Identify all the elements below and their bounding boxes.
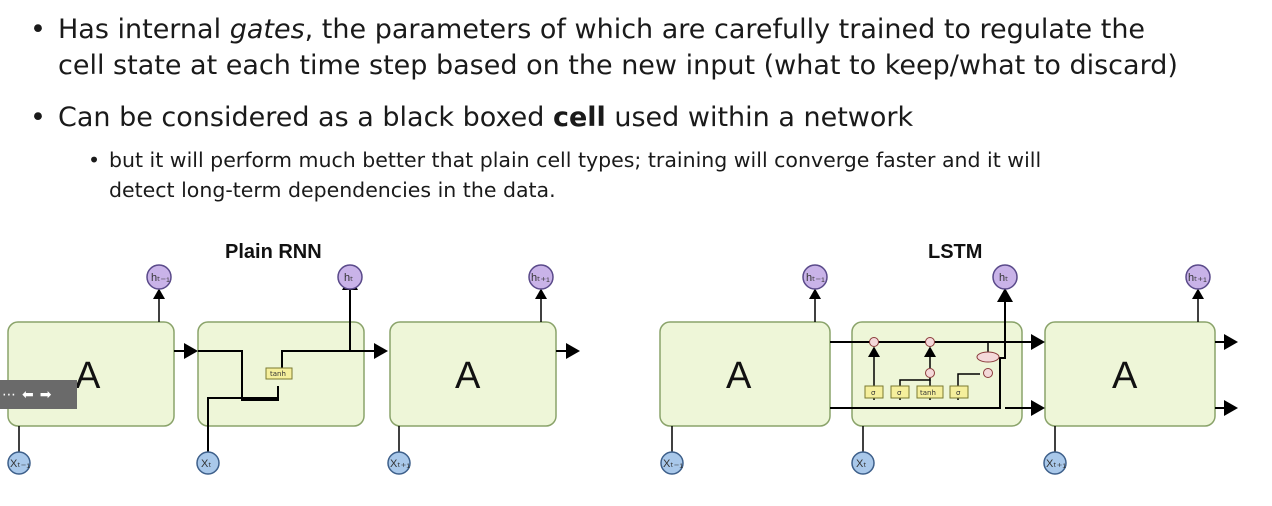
bullet-dot: • <box>30 14 46 45</box>
lstm-input-gate-label: σ <box>897 389 902 397</box>
lstm-x-next-node <box>1043 451 1067 475</box>
slide-nav-controls: ⋯ ⬅ ➡ <box>0 380 77 409</box>
lstm-h-prev-node <box>802 264 828 290</box>
lstm-title: LSTM <box>928 241 982 263</box>
bullet-gates-line1: Has internal gates, the parameters of wh… <box>58 14 1146 45</box>
lstm-input-gate <box>890 385 910 399</box>
rnn-x-current-label: Xₜ <box>201 458 212 470</box>
rnn-tanh-layer <box>265 367 293 380</box>
rnn-h-current-node <box>337 264 363 290</box>
lstm-x-prev-label: Xₜ₋₁ <box>663 458 683 470</box>
lstm-h-next-node <box>1185 264 1211 290</box>
plain-rnn-title: Plain RNN <box>225 241 322 263</box>
lstm-add-node <box>925 337 935 347</box>
rnn-x-current-node <box>196 451 220 475</box>
rnn-h-next-node <box>528 264 554 290</box>
lstm-forget-gate-label: σ <box>871 389 876 397</box>
lstm-h-current-label: hₜ <box>999 272 1008 284</box>
arrow-left-icon[interactable]: ⬅ <box>22 386 34 403</box>
lstm-block-current <box>851 321 1023 427</box>
rnn-block-next-label: A <box>455 355 481 397</box>
lstm-output-gate-label: σ <box>956 389 961 397</box>
lstm-x-prev-node <box>660 451 684 475</box>
bullet-cell-text: Can be considered as a black boxed cell … <box>58 102 914 133</box>
rnn-h-next-label: hₜ₊₁ <box>531 272 550 284</box>
rnn-h-prev-node <box>146 264 172 290</box>
lstm-diagram: LSTM A A σ σ tanh σ <box>659 241 1238 475</box>
rnn-block-next <box>389 321 557 427</box>
lstm-block-next <box>1044 321 1216 427</box>
lstm-x-current-node <box>851 451 875 475</box>
rnn-block-prev-label: A <box>75 355 101 397</box>
sub-bullet-dot: • <box>88 148 101 172</box>
lstm-output-gate <box>949 385 969 399</box>
rnn-h-prev-label: hₜ₋₁ <box>151 272 170 284</box>
lstm-block-next-label: A <box>1112 355 1138 397</box>
lstm-block-prev-label: A <box>726 355 752 397</box>
lstm-x-next-label: Xₜ₊₁ <box>1046 458 1066 470</box>
rnn-tanh-label: tanh <box>270 370 286 378</box>
rnn-x-prev-node <box>7 451 31 475</box>
lstm-block-prev <box>659 321 831 427</box>
rnn-x-next-label: Xₜ₊₁ <box>390 458 410 470</box>
lstm-h-current-node <box>992 264 1018 290</box>
rnn-h-current-label: hₜ <box>344 272 353 284</box>
lstm-candidate-label: tanh <box>920 389 936 397</box>
arrow-right-icon[interactable]: ➡ <box>39 386 52 403</box>
diagrams-figure: Plain RNN A A tanh hₜ₋₁ hₜ hₜ₊₁ Xₜ₋₁ <box>7 241 1238 475</box>
lstm-h-next-label: hₜ₊₁ <box>1188 272 1207 284</box>
rnn-x-prev-label: Xₜ₋₁ <box>10 458 30 470</box>
lstm-output-multiply-node <box>983 368 993 378</box>
lstm-candidate-layer <box>916 385 944 399</box>
bullet-gates-line2: cell state at each time step based on th… <box>58 50 1178 81</box>
menu-dots-icon[interactable]: ⋯ <box>2 386 16 403</box>
plain-rnn-diagram: Plain RNN A A tanh hₜ₋₁ hₜ hₜ₊₁ Xₜ₋₁ <box>7 241 580 475</box>
rnn-x-next-node <box>387 451 411 475</box>
lstm-input-multiply-node <box>925 368 935 378</box>
lstm-x-current-label: Xₜ <box>856 458 867 470</box>
lstm-h-prev-label: hₜ₋₁ <box>806 272 825 284</box>
bullet-dot: • <box>30 102 46 133</box>
lstm-forget-multiply-node <box>869 337 879 347</box>
lstm-tanh-op <box>976 351 1000 363</box>
lstm-forget-gate <box>864 385 884 399</box>
sub-bullet-line1: but it will perform much better that pla… <box>109 148 1042 172</box>
sub-bullet-line2: detect long-term dependencies in the dat… <box>109 178 556 202</box>
